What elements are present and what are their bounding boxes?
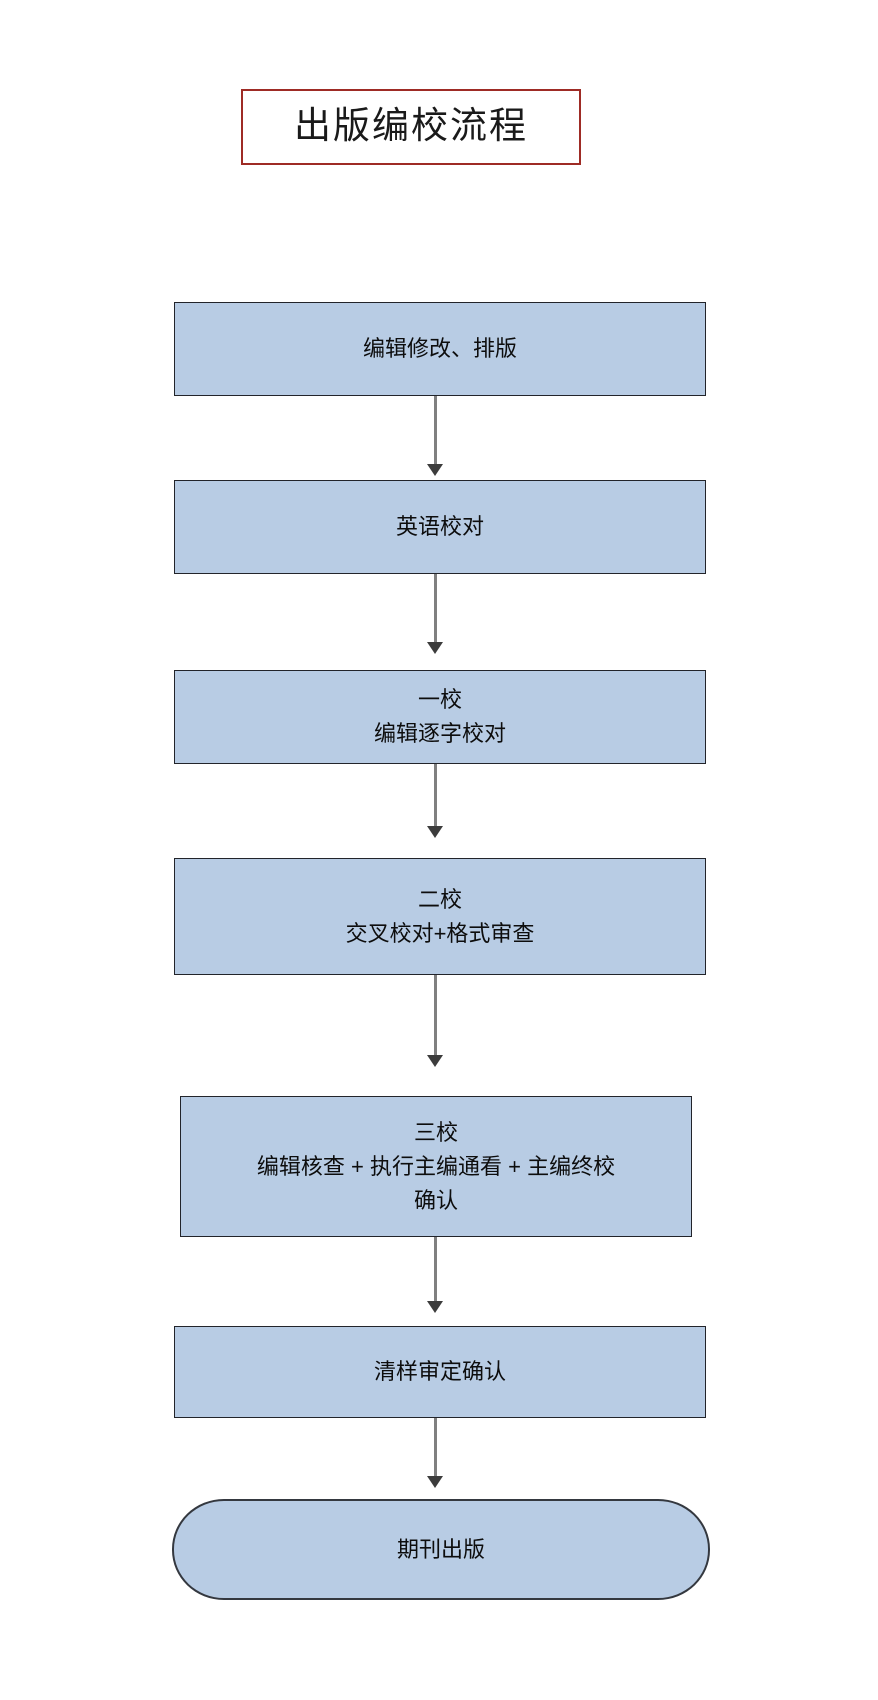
flow-node-first-proof[interactable]: 一校 编辑逐字校对 — [174, 670, 706, 764]
arrow-down-icon — [427, 464, 443, 476]
flow-node-label: 期刊出版 — [396, 1536, 485, 1562]
flow-connector-3 — [434, 764, 437, 830]
diagram-title-box: 出版编校流程 — [241, 89, 581, 165]
flow-node-third-proof[interactable]: 三校 编辑核查 + 执行主编通看 + 主编终校 确认 — [180, 1096, 692, 1237]
flow-node-label: 二校 交叉校对+格式审查 — [345, 886, 535, 946]
arrow-down-icon — [427, 1301, 443, 1313]
flow-node-english-proofread[interactable]: 英语校对 — [174, 480, 706, 574]
flow-node-label: 三校 编辑核查 + 执行主编通看 + 主编终校 确认 — [256, 1119, 616, 1213]
diagram-title: 出版编校流程 — [294, 105, 528, 147]
flow-node-second-proof[interactable]: 二校 交叉校对+格式审查 — [174, 858, 706, 975]
flow-node-label: 清样审定确认 — [373, 1359, 506, 1384]
flow-node-label: 英语校对 — [395, 514, 484, 539]
flow-connector-1 — [434, 396, 437, 468]
flow-connector-2 — [434, 574, 437, 646]
arrow-down-icon — [427, 1055, 443, 1067]
flow-connector-5 — [434, 1237, 437, 1305]
arrow-down-icon — [427, 642, 443, 654]
arrow-down-icon — [427, 1476, 443, 1488]
flow-node-label: 编辑修改、排版 — [362, 336, 517, 361]
flow-node-edit-format[interactable]: 编辑修改、排版 — [174, 302, 706, 396]
arrow-down-icon — [427, 826, 443, 838]
flow-connector-4 — [434, 975, 437, 1059]
flow-node-final-approval[interactable]: 清样审定确认 — [174, 1326, 706, 1418]
flow-node-label: 一校 编辑逐字校对 — [373, 687, 506, 746]
flow-connector-6 — [434, 1418, 437, 1480]
flow-node-journal-publish[interactable]: 期刊出版 — [172, 1499, 710, 1600]
